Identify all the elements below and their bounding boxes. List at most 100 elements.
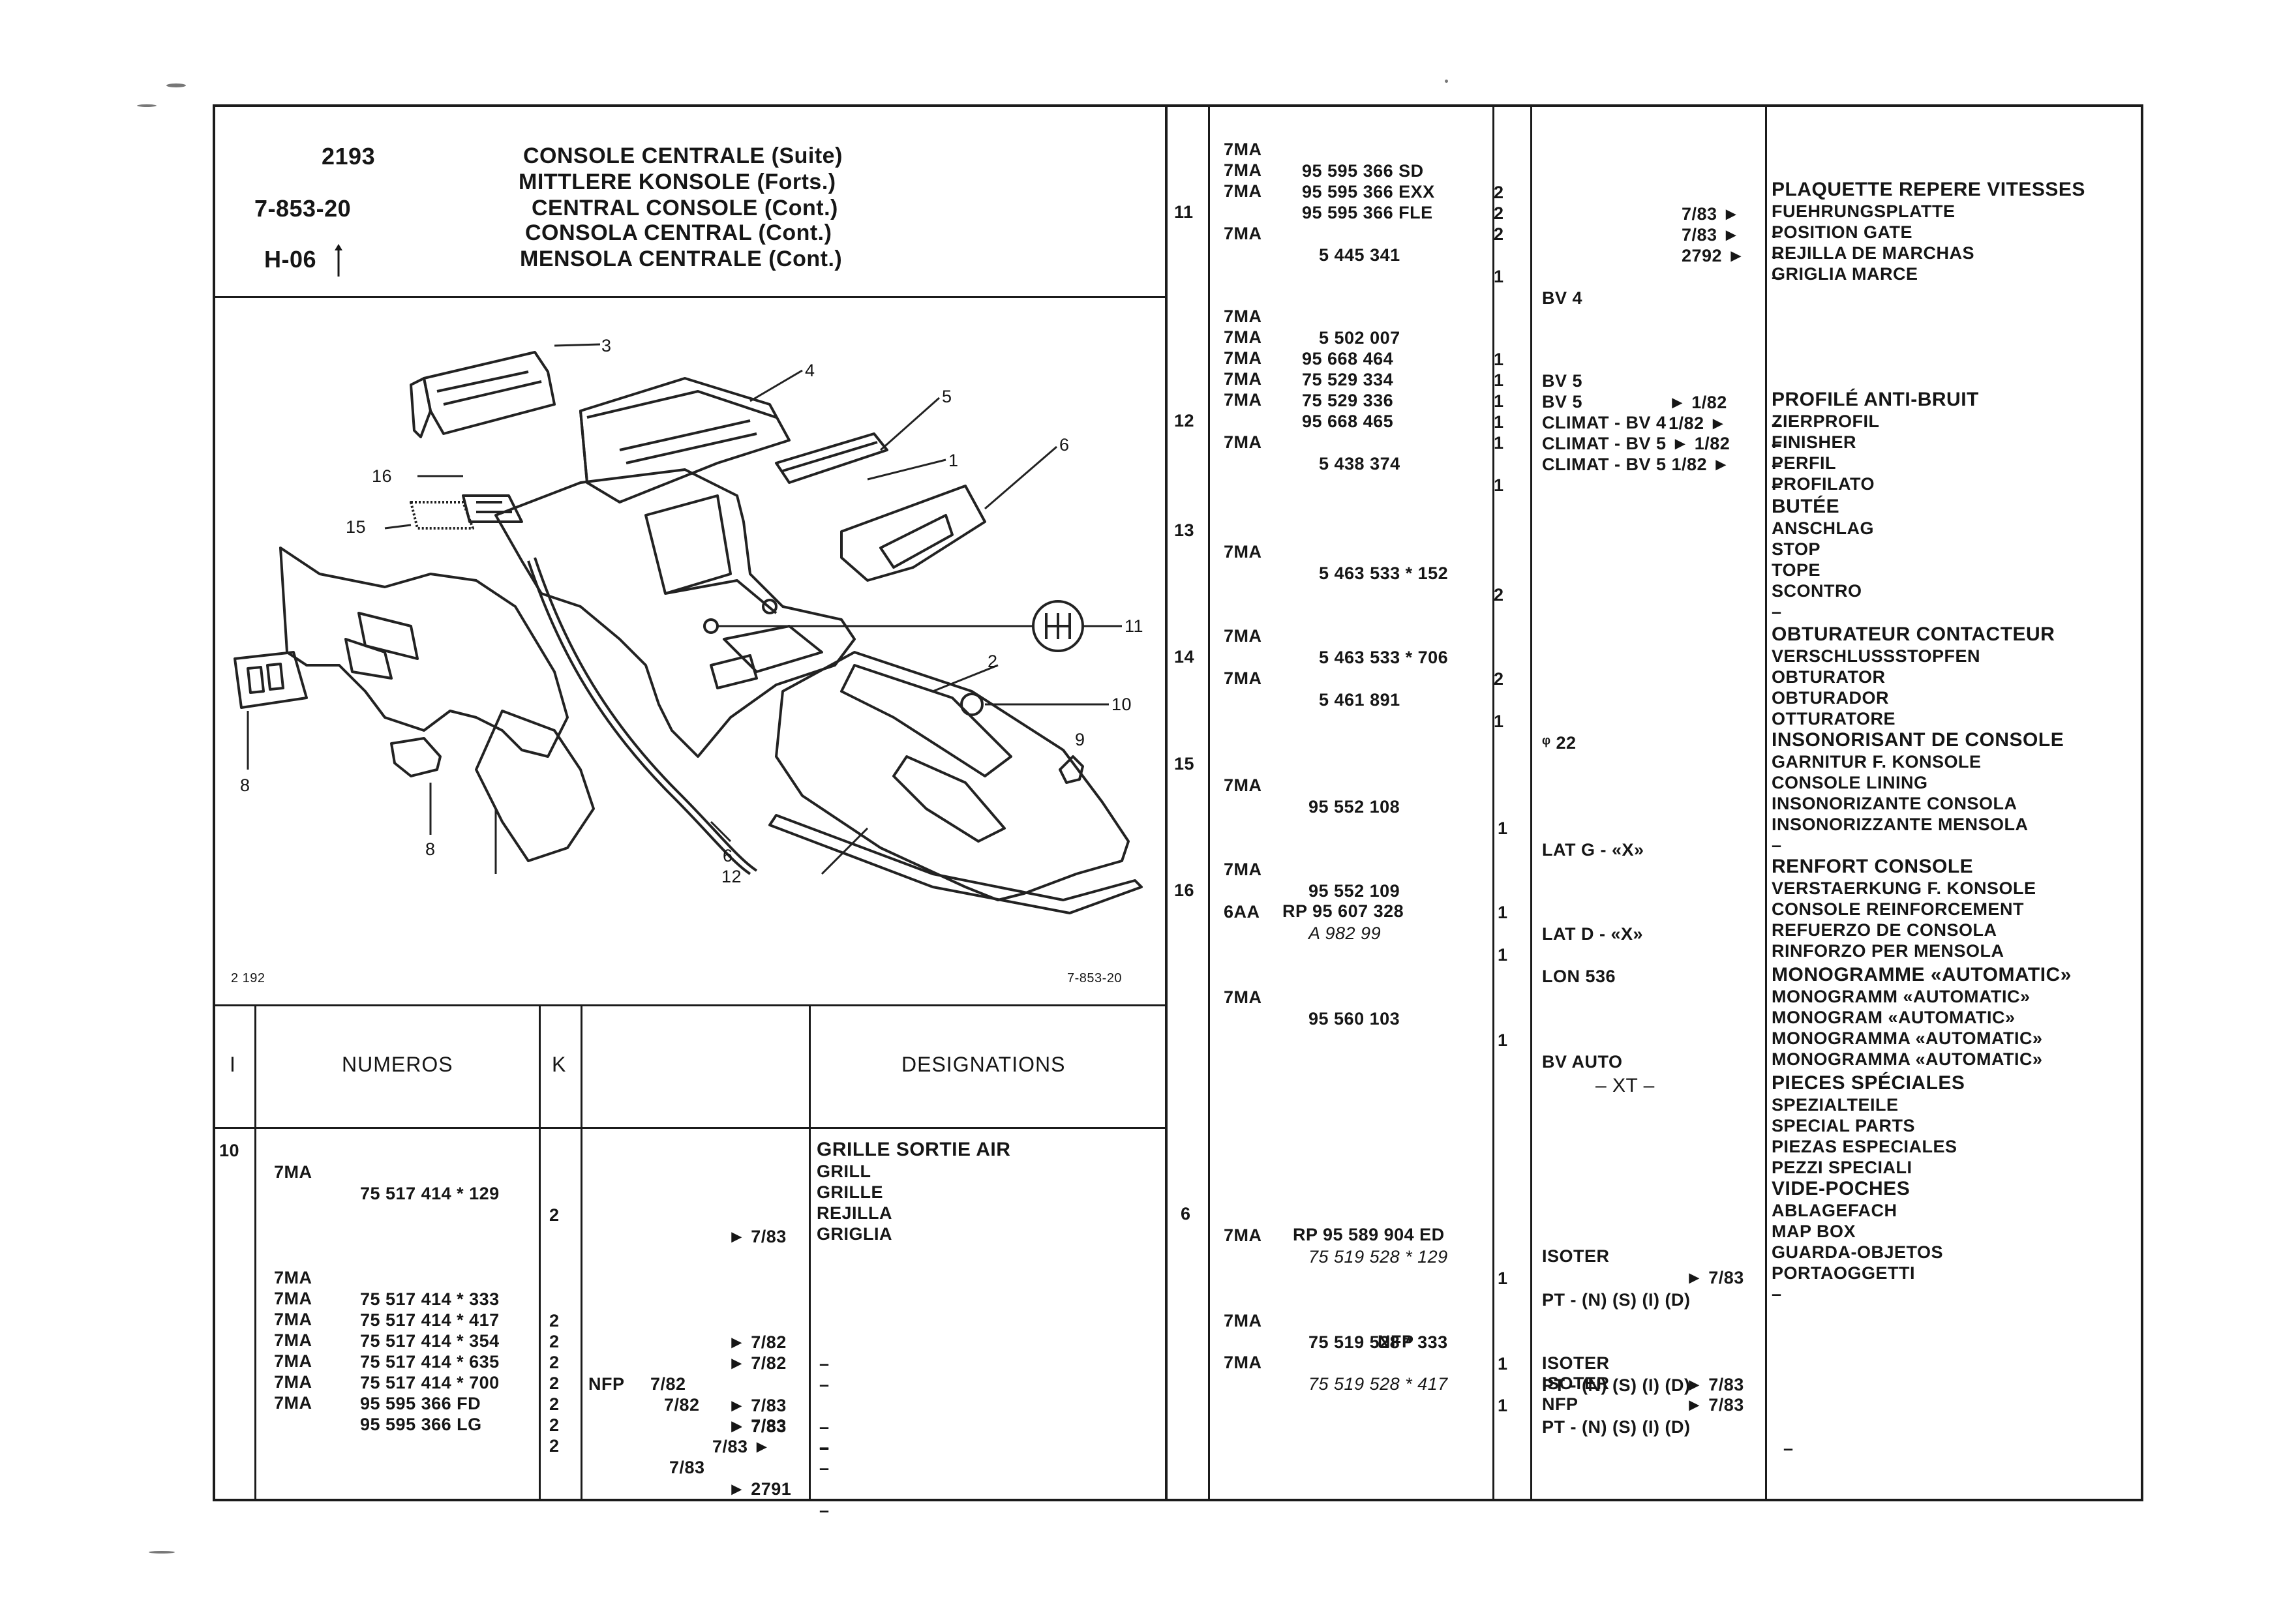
date: ► 2791 <box>728 1479 792 1499</box>
desc-dash: – <box>819 1375 830 1394</box>
applicability: ISOTER <box>1542 1353 1610 1373</box>
table-row: 7MA 75 517 414 * 354 2 NFP 7/82 ► 7/83 – <box>274 1287 1161 1437</box>
desc-sub: OBTURATOR <box>1772 667 1886 687</box>
desc-sub: INSONORIZZANTE MENSOLA <box>1772 815 2029 834</box>
fam-code: 7MA <box>1224 327 1262 347</box>
date: ► 7/82 <box>728 1353 787 1373</box>
fam-code: 7MA <box>274 1393 312 1413</box>
date: 1/82 ► <box>1669 413 1727 433</box>
table-row: 6 7MA 75 519 528 * 129 1 PT - (N) (S) (I… <box>1174 1182 2139 1310</box>
title-it: MENSOLA CENTRALE (Cont.) <box>520 247 843 271</box>
left-col-num <box>539 1004 541 1501</box>
part-number: 95 668 464 <box>1302 349 1394 368</box>
date: ► 7/83 <box>728 1416 787 1435</box>
left-col-k <box>581 1004 582 1501</box>
qty: 1 <box>1494 412 1504 432</box>
table-row: 7MA 5 502 007 1 BV 5 ► 1/82 – <box>1174 284 2139 434</box>
desc-dash: – <box>1783 1439 1794 1458</box>
left-col-appl <box>809 1004 811 1501</box>
applicability: CLIMAT - BV 5 ► 1/82 <box>1542 434 1730 453</box>
part-number: 95 595 366 EXX <box>1302 182 1435 202</box>
qty: 1 <box>1494 267 1504 286</box>
applicability: BV 5 <box>1542 371 1583 391</box>
col-header-k: K <box>552 1053 567 1076</box>
xt-label: – XT – <box>1595 1075 1655 1096</box>
applicability: CLIMAT - BV 5 1/82 ► <box>1542 455 1730 474</box>
part-number: 5 502 007 <box>1319 328 1400 348</box>
desc-sub: OBTURADOR <box>1772 688 1889 708</box>
qty: 2 <box>1494 183 1504 202</box>
item-number: 15 <box>1174 754 1195 773</box>
left-col-i <box>254 1004 256 1501</box>
title-divider <box>213 296 1165 298</box>
col-header-designations: DESIGNATIONS <box>901 1053 1066 1076</box>
desc-sub: RINFORZO PER MENSOLA <box>1772 941 2004 961</box>
date: ► 7/83 <box>728 1396 787 1415</box>
qty: 1 <box>1498 1396 1508 1415</box>
applicability: NFP 7/82 <box>588 1374 686 1394</box>
qty: 1 <box>1498 819 1508 838</box>
qty: 1 <box>1494 712 1504 731</box>
table-row: 7MA 95 595 366 FD 2 7/83 ► – <box>274 1350 1161 1478</box>
desc-sub: REJILLA <box>817 1203 893 1223</box>
desc-sub: GRILLE <box>817 1182 883 1202</box>
col-header-i: I <box>230 1053 236 1076</box>
table-row: 7MA 95 668 464 1 BV 5 1/82 ► – <box>1174 305 2139 455</box>
qty: 2 <box>1494 585 1504 605</box>
callout-16: 16 <box>372 466 393 486</box>
applicability: ISOTER <box>1542 1246 1610 1266</box>
qty: 1 <box>1498 1354 1508 1374</box>
diagram-divider <box>213 1004 1165 1006</box>
desc-sub: PORTAOGGETTI <box>1772 1263 1915 1283</box>
date: ► 7/83 <box>1685 1395 1744 1415</box>
part-number: 75 529 336 <box>1302 391 1394 410</box>
part-number: 75 517 414 * 354 <box>360 1331 500 1351</box>
table-row: ISOTER ► 7/83 <box>1174 1351 2139 1415</box>
date: 7/83 ► <box>1682 225 1740 245</box>
table-row: 7MA 75 529 336 1 CLIMAT - BV 5 ► 1/82 – <box>1174 347 2139 475</box>
part-number: RP 95 589 904 ED <box>1293 1225 1445 1244</box>
fam-code: 7MA <box>1224 140 1262 159</box>
desc-sub: GRIGLIA MARCE <box>1772 264 1918 284</box>
applicability: LON 536 <box>1542 967 1616 986</box>
callout-14: 10 <box>1111 695 1132 714</box>
date: 2792 ► <box>1682 246 1745 265</box>
callout-3: 3 <box>601 336 612 355</box>
callout-6: 6 <box>1059 435 1070 455</box>
fam-code: 7MA <box>1224 987 1262 1007</box>
part-number: 5 463 533 * 706 <box>1319 648 1449 667</box>
desc-sub: ANSCHLAG <box>1772 518 1874 538</box>
fam-code: 7MA <box>1224 307 1262 326</box>
qty: 2 <box>549 1394 560 1414</box>
desc-main: PIECES SPÉCIALES <box>1772 1072 1965 1094</box>
desc-sub: PERFIL <box>1772 453 1837 473</box>
fam-code: 7MA <box>274 1268 312 1287</box>
part-number: 75 517 414 * 129 <box>360 1184 500 1203</box>
fam-code: 7MA <box>1224 390 1262 410</box>
date: ► 7/83 <box>1685 1375 1744 1394</box>
desc-dash: – <box>1772 476 1782 496</box>
desc-sub: STOP <box>1772 539 1821 559</box>
fam-code: 7MA <box>1224 181 1262 201</box>
part-number: 95 668 465 <box>1302 412 1394 431</box>
desc-dash: – <box>819 1438 830 1458</box>
part-number: 75 519 528 * 417 <box>1308 1374 1448 1394</box>
table-row: 7MA 95 595 366 LG 2 7/83 ► 2791 – <box>274 1371 1161 1520</box>
callout-5: 5 <box>942 387 952 406</box>
desc-dash: – <box>1772 435 1782 455</box>
qty: 1 <box>1498 945 1508 965</box>
part-number: 5 438 374 <box>1319 454 1400 473</box>
exploded-view-drawing <box>234 343 1143 914</box>
part-number: 95 595 366 FD <box>360 1394 481 1413</box>
desc-sub: POSITION GATE <box>1772 222 1913 242</box>
part-number: 5 461 891 <box>1319 690 1400 710</box>
desc-dash: – <box>819 1458 830 1478</box>
applicability: BV 4 <box>1542 288 1583 308</box>
right-col-k <box>1530 104 1532 1501</box>
desc-sub: SPEZIALTEILE <box>1772 1095 1899 1115</box>
desc-main: VIDE-POCHES <box>1772 1178 1911 1199</box>
desc-dash: – <box>819 1501 830 1520</box>
scan-speck <box>1445 80 1448 83</box>
applicability: LAT D - «X» <box>1542 924 1644 944</box>
item-number: 10 <box>219 1141 240 1160</box>
